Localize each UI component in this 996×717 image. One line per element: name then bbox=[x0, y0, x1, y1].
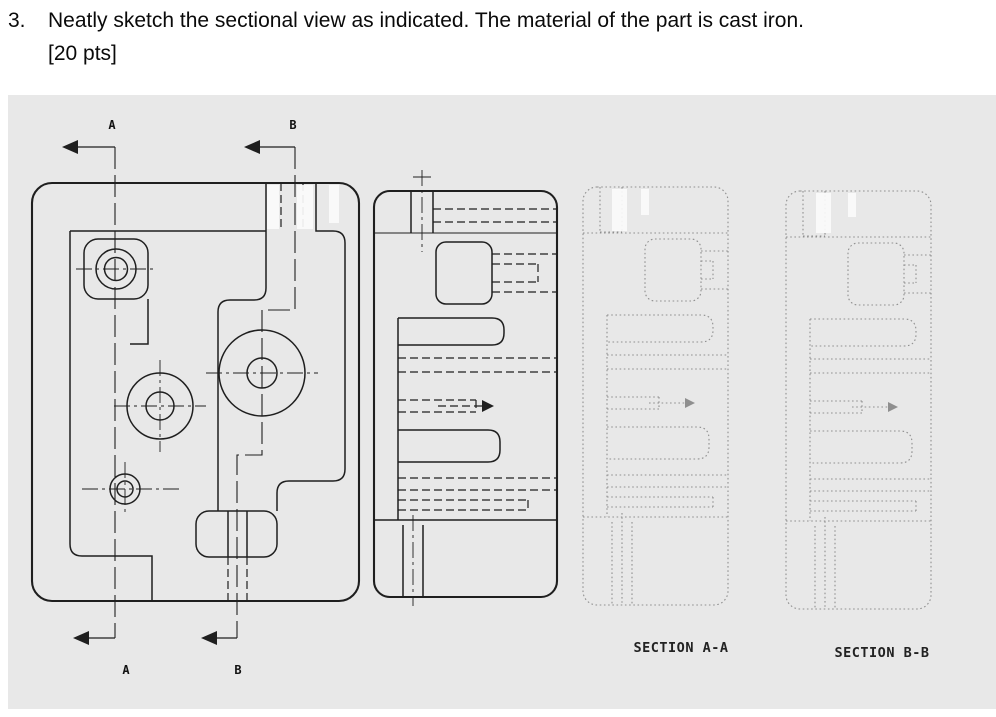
side-comb-profile bbox=[374, 317, 557, 521]
question-text: Neatly sketch the sectional view as indi… bbox=[48, 9, 804, 32]
side-top-slot bbox=[410, 191, 434, 233]
question-points: [20 pts] bbox=[48, 41, 117, 65]
highlight-bar bbox=[267, 185, 279, 229]
cutting-plane-b-top-arrowhead bbox=[244, 140, 260, 154]
cutting-plane-a: A A bbox=[62, 118, 130, 677]
question-number: 3. bbox=[8, 9, 26, 32]
engineering-drawing: A A B B bbox=[30, 118, 932, 677]
side-counterbore bbox=[435, 241, 493, 305]
front-view: A A B B bbox=[30, 118, 361, 677]
side-arrowhead bbox=[482, 400, 494, 412]
side-hidden-lines bbox=[398, 208, 556, 511]
bottom-slot-walls bbox=[227, 511, 248, 557]
side-bottom-slot bbox=[402, 525, 424, 597]
highlight-bar bbox=[816, 193, 831, 233]
front-centerlines bbox=[76, 268, 318, 516]
highlight-bar bbox=[612, 189, 627, 231]
highlight-bar bbox=[297, 185, 313, 229]
question-block: 3. Neatly sketch the sectional view as i… bbox=[8, 5, 992, 70]
highlight-bar bbox=[848, 193, 856, 217]
side-outline bbox=[372, 189, 559, 599]
highlight-bar bbox=[641, 189, 649, 215]
side-view bbox=[372, 170, 559, 606]
question-body: Neatly sketch the sectional view as indi… bbox=[48, 5, 992, 70]
highlight-bar bbox=[329, 185, 339, 223]
label-a-bottom: A bbox=[122, 663, 130, 677]
cutting-plane-a-bottom-arrowhead bbox=[73, 631, 89, 645]
cutting-plane-b-bottom-arrowhead bbox=[201, 631, 217, 645]
cutting-plane-b-line bbox=[236, 147, 296, 638]
front-outline bbox=[30, 181, 361, 603]
scan-highlights bbox=[267, 185, 856, 233]
caption-section-aa: SECTION A-A bbox=[634, 640, 729, 656]
label-a-top: A bbox=[108, 118, 116, 132]
section-template-aa bbox=[582, 186, 729, 606]
drawing-canvas: A A B B bbox=[8, 95, 996, 709]
label-b-top: B bbox=[289, 118, 296, 132]
caption-section-bb: SECTION B-B bbox=[835, 645, 930, 661]
label-b-bottom: B bbox=[234, 663, 241, 677]
front-inner-contour bbox=[69, 183, 346, 601]
section-template-bb bbox=[785, 190, 932, 610]
cutting-plane-b: B B bbox=[201, 118, 297, 677]
cutting-plane-a-top-arrowhead bbox=[62, 140, 78, 154]
